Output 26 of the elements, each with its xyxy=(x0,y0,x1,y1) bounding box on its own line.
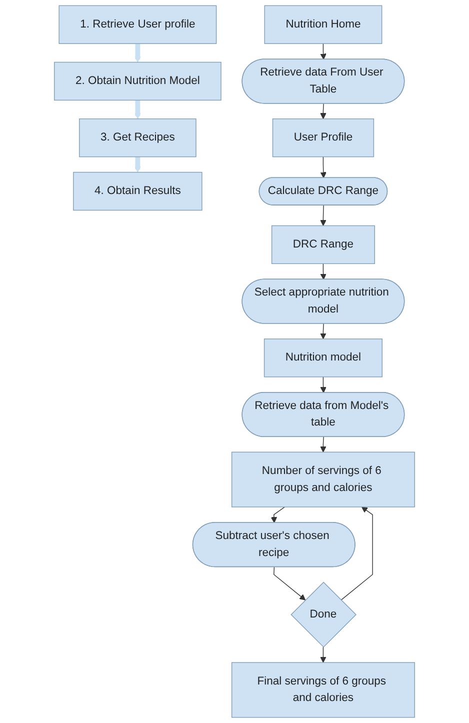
arrow xyxy=(134,156,141,173)
node-box: Final servings of 6 groups and calories xyxy=(231,662,415,718)
arrow xyxy=(320,376,326,393)
arrow xyxy=(340,506,373,600)
node-box: 3. Get Recipes xyxy=(79,118,196,158)
node-box: DRC Range xyxy=(271,225,375,264)
arrow xyxy=(320,646,326,663)
arrow xyxy=(274,566,306,600)
node-box: User Profile xyxy=(272,118,374,158)
arrow xyxy=(320,156,326,178)
node-box: 1. Retrieve User profile xyxy=(58,5,217,44)
arrow xyxy=(320,43,326,60)
node-box: Number of servings of 6 groups and calories xyxy=(231,452,415,508)
node-box: Nutrition Home xyxy=(264,5,382,44)
arrow xyxy=(320,263,326,280)
arrow xyxy=(320,204,326,226)
arrow xyxy=(320,323,326,340)
arrow xyxy=(320,103,326,120)
arrow xyxy=(134,100,141,120)
arrow xyxy=(270,506,286,524)
node-box: Nutrition model xyxy=(264,338,382,378)
node-diamond: Done xyxy=(290,582,356,648)
arrow xyxy=(134,44,141,62)
node-box: 2. Obtain Nutrition Model xyxy=(54,62,222,101)
arrow xyxy=(320,436,326,452)
node-box: 4. Obtain Results xyxy=(73,172,202,211)
